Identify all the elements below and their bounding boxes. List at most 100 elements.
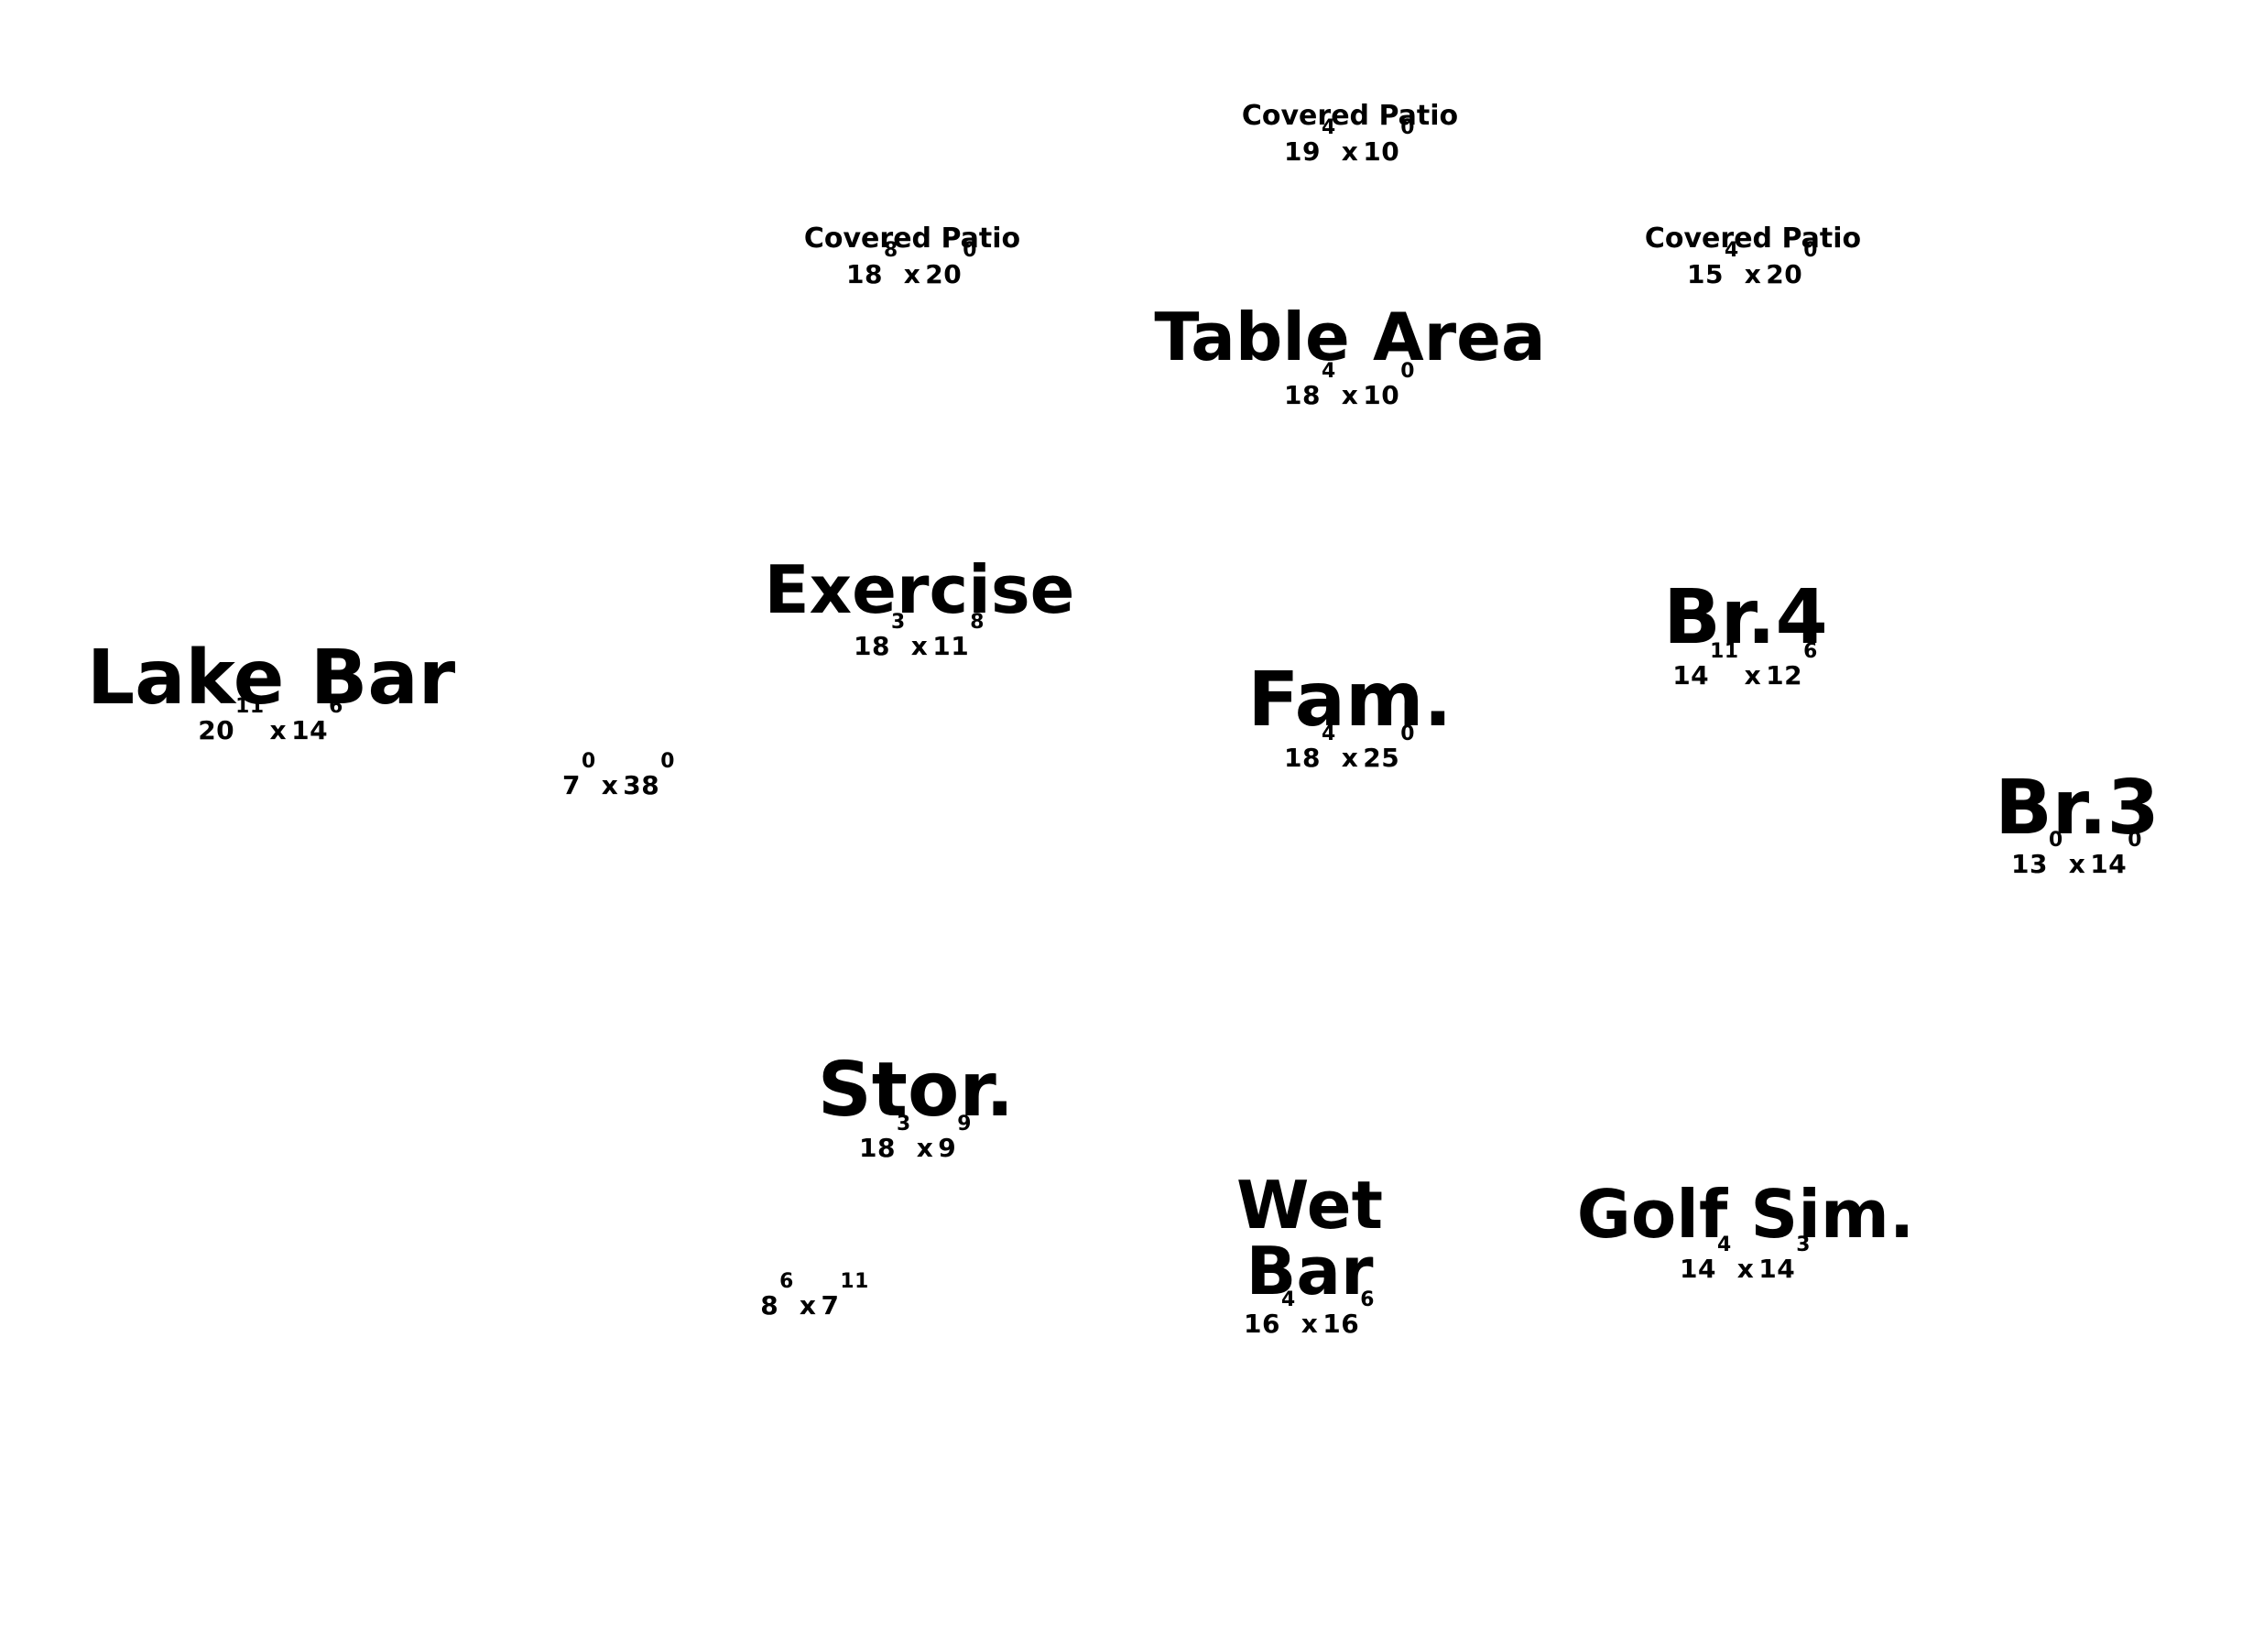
width-feet: 18 xyxy=(1284,380,1322,410)
width-feet: 14 xyxy=(1680,1254,1717,1284)
depth-feet: 7 xyxy=(821,1290,840,1321)
room-name-line-2: Bar xyxy=(1246,1233,1374,1310)
depth-feet: 16 xyxy=(1322,1309,1360,1339)
width-feet: 16 xyxy=(1244,1309,1281,1339)
depth-inches: 9 xyxy=(957,1113,972,1136)
width-inches: 4 xyxy=(1717,1234,1732,1257)
room-name: Exercise xyxy=(764,551,1075,628)
width-inches: 3 xyxy=(897,1113,911,1136)
room-name: Lake Bar xyxy=(86,635,456,722)
depth-feet: 25 xyxy=(1363,743,1400,773)
depth-feet: 10 xyxy=(1363,136,1400,167)
dimension-separator: x xyxy=(1341,743,1359,773)
dimension-separator: x xyxy=(916,1133,934,1163)
room-name: Table Area xyxy=(1154,299,1546,375)
width-feet: 8 xyxy=(760,1290,779,1321)
width-feet: 14 xyxy=(1672,660,1710,690)
depth-feet: 14 xyxy=(2090,849,2128,879)
depth-feet: 20 xyxy=(1766,259,1803,289)
depth-inches: 0 xyxy=(2128,829,2142,853)
dimension-separator: x xyxy=(903,259,921,289)
width-inches: 8 xyxy=(884,239,898,263)
depth-feet: 11 xyxy=(932,631,970,661)
dimension-separator: x xyxy=(269,715,288,745)
room-name: Fam. xyxy=(1247,657,1453,744)
depth-inches: 6 xyxy=(1360,1288,1375,1312)
dimension-separator: x xyxy=(1341,380,1359,410)
room-name-line-1: Wet xyxy=(1235,1167,1384,1244)
width-inches: 0 xyxy=(2049,829,2063,853)
depth-inches: 6 xyxy=(1803,640,1818,664)
width-inches: 4 xyxy=(1322,116,1336,140)
depth-inches: 0 xyxy=(660,750,675,774)
depth-inches: 8 xyxy=(970,611,985,635)
dimension-separator: x xyxy=(1301,1309,1319,1339)
depth-inches: 6 xyxy=(329,695,343,719)
dimension-separator: x xyxy=(1744,660,1762,690)
width-inches: 0 xyxy=(582,750,596,774)
width-inches: 4 xyxy=(1281,1288,1296,1312)
width-feet: 13 xyxy=(2011,849,2049,879)
depth-feet: 14 xyxy=(1758,1254,1796,1284)
depth-feet: 20 xyxy=(925,259,963,289)
room-name: Stor. xyxy=(817,1047,1015,1134)
room-name: Golf Sim. xyxy=(1576,1176,1915,1253)
depth-feet: 10 xyxy=(1363,380,1400,410)
dimension-separator: x xyxy=(601,770,619,800)
depth-inches: 0 xyxy=(1400,723,1415,746)
room-name: Covered Patio xyxy=(803,223,1021,255)
room-name: Br.3 xyxy=(1995,765,2160,852)
dimension-separator: x xyxy=(910,631,929,661)
depth-inches: 0 xyxy=(1803,239,1818,263)
room-name: Covered Patio xyxy=(1241,100,1459,132)
width-inches: 4 xyxy=(1322,723,1336,746)
depth-inches: 0 xyxy=(1400,360,1415,384)
width-inches: 11 xyxy=(1710,640,1739,664)
depth-inches: 0 xyxy=(963,239,977,263)
dimension-separator: x xyxy=(799,1290,817,1321)
depth-feet: 9 xyxy=(938,1133,957,1163)
depth-feet: 12 xyxy=(1766,660,1803,690)
dimension-separator: x xyxy=(2068,849,2086,879)
width-feet: 20 xyxy=(198,715,235,745)
width-inches: 3 xyxy=(891,611,906,635)
width-feet: 15 xyxy=(1687,259,1725,289)
width-inches: 11 xyxy=(235,695,265,719)
depth-feet: 14 xyxy=(291,715,329,745)
room-name: Br.4 xyxy=(1663,574,1828,661)
width-feet: 18 xyxy=(1284,743,1322,773)
width-inches: 6 xyxy=(779,1270,794,1294)
depth-inches: 0 xyxy=(1400,116,1415,140)
width-feet: 18 xyxy=(854,631,891,661)
dimension-separator: x xyxy=(1744,259,1762,289)
width-inches: 4 xyxy=(1322,360,1336,384)
width-feet: 18 xyxy=(859,1133,896,1163)
room-name: Covered Patio xyxy=(1644,223,1862,255)
